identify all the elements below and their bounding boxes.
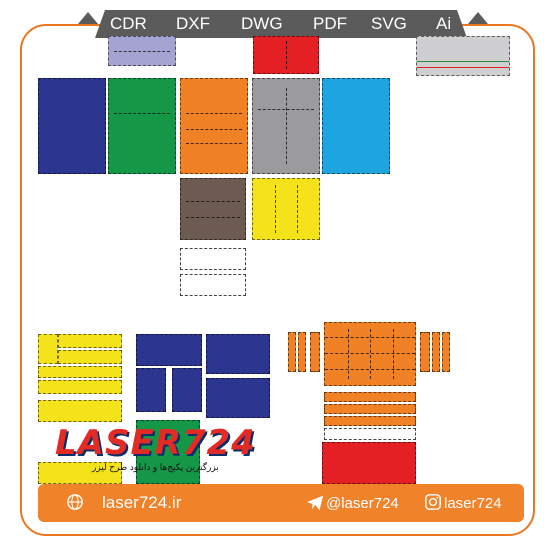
orange-strip-b: [324, 404, 416, 414]
format-tab-bar: [95, 10, 467, 38]
website-link[interactable]: laser724.ir: [102, 493, 182, 512]
tab-bar-notch-right: [468, 12, 488, 24]
navy-piece-b: [136, 368, 166, 412]
orange-strip-a: [324, 392, 416, 402]
navy-piece-c: [172, 368, 202, 412]
lavender-panel: [108, 36, 176, 66]
green-side-panel: [108, 78, 176, 174]
white-strip-3: [324, 428, 416, 440]
globe-icon: [66, 493, 84, 511]
tab-bar-notch-left: [78, 12, 98, 24]
yellow-strip-a: [58, 334, 122, 348]
yellow-bottom-panel: [252, 178, 320, 240]
yellow-strip-b: [58, 350, 122, 364]
orange-finger-2: [298, 332, 306, 372]
logo-wordmark: LASER724: [55, 423, 256, 463]
navy-side-panel: [38, 78, 106, 174]
gray-side-panel: [252, 78, 320, 174]
navy-piece-e: [206, 378, 270, 418]
format-ai: Ai: [436, 14, 452, 33]
red-bottom-piece: [322, 442, 416, 484]
orange-finger-5: [432, 332, 440, 372]
format-dwg: DWG: [241, 14, 283, 33]
orange-strip-c: [324, 416, 416, 426]
instagram-icon: [424, 493, 442, 511]
telegram-handle[interactable]: @laser724: [326, 495, 399, 512]
footer-bar: laser724.ir @laser724 laser724: [38, 484, 524, 522]
orange-grid-panel: [324, 322, 416, 386]
format-dxf: DXF: [176, 14, 210, 33]
navy-piece-d: [206, 334, 270, 374]
orange-finger-1: [288, 332, 296, 372]
yellow-strip-e: [38, 400, 122, 422]
format-cdr: CDR: [110, 14, 147, 33]
yellow-strip-c: [38, 366, 122, 378]
orange-side-panel: [180, 78, 248, 174]
brown-bottom-panel: [180, 178, 246, 240]
white-strip-1: [180, 248, 246, 270]
orange-finger-3: [310, 332, 320, 372]
navy-piece-a: [136, 334, 202, 366]
telegram-icon: [306, 494, 324, 512]
red-top-panel: [253, 36, 319, 74]
blue-side-panel: [322, 78, 390, 174]
format-pdf: PDF: [313, 14, 347, 33]
logo-tagline: بزرگترین پکیج‌ها و دانلود طرح لیزر: [92, 462, 219, 472]
orange-finger-4: [420, 332, 430, 372]
green-piece: [136, 420, 200, 484]
format-svg: SVG: [371, 14, 407, 33]
gray-corner-panel: [416, 36, 510, 76]
yellow-tab-a: [38, 334, 58, 364]
instagram-handle[interactable]: laser724: [444, 495, 502, 512]
orange-finger-6: [442, 332, 450, 372]
white-strip-2: [180, 274, 246, 296]
yellow-strip-d: [38, 380, 122, 394]
yellow-strip-f: [38, 462, 122, 484]
